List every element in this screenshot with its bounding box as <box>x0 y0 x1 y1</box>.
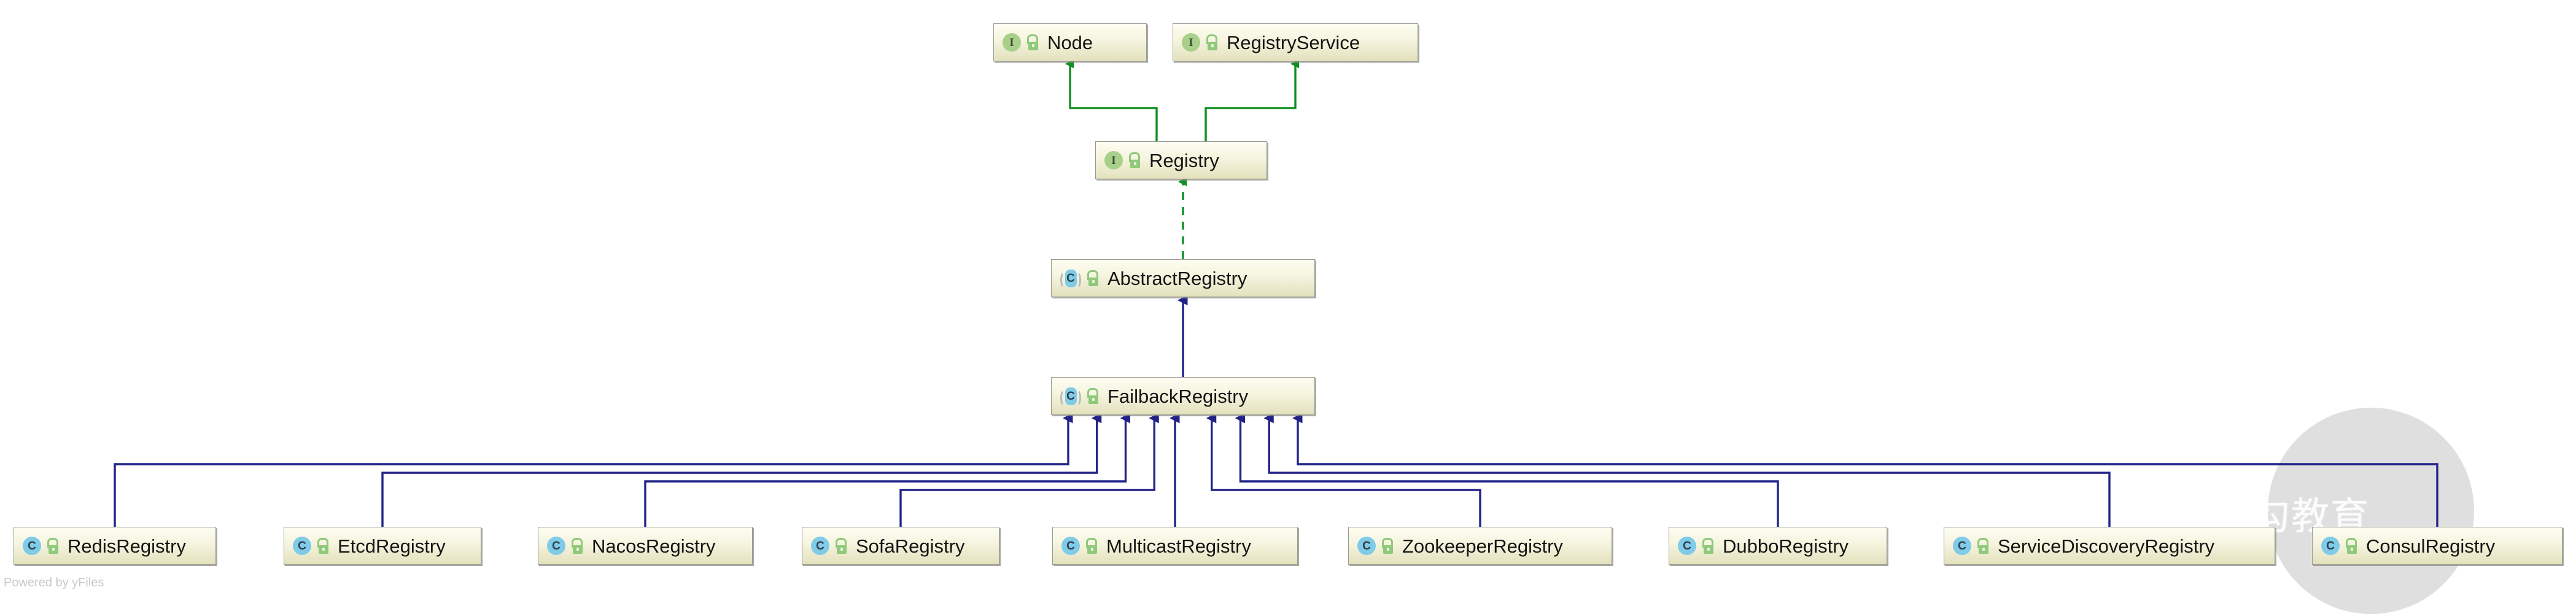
class-icon <box>1061 537 1080 555</box>
node-label: MulticastRegistry <box>1106 535 1251 557</box>
class-icon <box>811 537 829 555</box>
uml-node-failback_registry[interactable]: FailbackRegistry <box>1051 377 1315 415</box>
node-label: FailbackRegistry <box>1108 385 1249 407</box>
edge-sofa_registry-to-failbackregistry <box>899 413 1159 527</box>
node-icons <box>1061 537 1099 555</box>
node-label: NacosRegistry <box>592 535 716 557</box>
unlocked-padlock-icon <box>835 538 848 554</box>
edge-etcd_registry-to-failbackregistry <box>381 413 1102 527</box>
interface-icon <box>1003 33 1021 52</box>
node-icons <box>1003 33 1040 52</box>
node-label: Registry <box>1149 149 1219 171</box>
uml-node-dubbo_registry[interactable]: DubboRegistry <box>1669 527 1887 565</box>
uml-node-abstract_registry[interactable]: AbstractRegistry <box>1051 259 1315 297</box>
node-icons <box>1678 537 1715 555</box>
edge-registry-to-registryservice <box>1205 59 1299 141</box>
unlocked-padlock-icon <box>1977 538 1990 554</box>
abstract-class-icon <box>1060 387 1081 406</box>
node-label: ConsulRegistry <box>2366 535 2496 557</box>
unlocked-padlock-icon <box>1087 270 1100 286</box>
uml-node-nacos_registry[interactable]: NacosRegistry <box>538 527 753 565</box>
unlocked-padlock-icon <box>1702 538 1715 554</box>
node-icons <box>1060 269 1100 289</box>
node-label: ZookeeperRegistry <box>1402 535 1563 557</box>
node-icons <box>547 537 584 555</box>
uml-node-zookeeper_registry[interactable]: ZookeeperRegistry <box>1348 527 1612 565</box>
node-label: RedisRegistry <box>68 535 186 557</box>
node-icons <box>1953 537 1990 555</box>
node-icons <box>293 537 330 555</box>
unlocked-padlock-icon <box>1087 388 1100 404</box>
uml-node-sofa_registry[interactable]: SofaRegistry <box>802 527 999 565</box>
uml-node-redis_registry[interactable]: RedisRegistry <box>14 527 216 565</box>
unlocked-padlock-icon <box>2345 538 2359 554</box>
node-label: RegistryService <box>1227 31 1360 53</box>
interface-icon <box>1182 33 1200 52</box>
node-label: AbstractRegistry <box>1108 267 1247 289</box>
edge-redis_registry-to-failbackregistry <box>114 413 1073 527</box>
class-icon <box>1678 537 1696 555</box>
uml-node-consul_registry[interactable]: ConsulRegistry <box>2312 527 2562 565</box>
node-icons <box>23 537 60 555</box>
edge-zookeeper_registry-to-failbackregistry <box>1206 413 1481 527</box>
node-icons <box>1182 33 1219 52</box>
node-icons <box>811 537 848 555</box>
unlocked-padlock-icon <box>317 538 330 554</box>
unlocked-padlock-icon <box>47 538 60 554</box>
class-icon <box>1357 537 1376 555</box>
edge-nacos_registry-to-failbackregistry <box>644 413 1130 527</box>
node-label: SofaRegistry <box>856 535 965 557</box>
uml-node-node[interactable]: Node <box>993 23 1147 61</box>
unlocked-padlock-icon <box>571 538 584 554</box>
class-icon <box>547 537 565 555</box>
interface-icon <box>1104 151 1123 169</box>
class-icon <box>23 537 41 555</box>
unlocked-padlock-icon <box>1206 34 1219 50</box>
yfiles-watermark: Powered by yFiles <box>4 576 104 589</box>
node-icons <box>1060 387 1100 406</box>
node-icons <box>2321 537 2359 555</box>
class-icon <box>2321 537 2340 555</box>
class-icon <box>1953 537 1971 555</box>
node-label: DubboRegistry <box>1723 535 1849 557</box>
uml-node-service_discovery_registry[interactable]: ServiceDiscoveryRegistry <box>1944 527 2275 565</box>
edge-dubbo_registry-to-failbackregistry <box>1235 413 1779 527</box>
uml-node-multicast_registry[interactable]: MulticastRegistry <box>1052 527 1298 565</box>
uml-node-etcd_registry[interactable]: EtcdRegistry <box>284 527 481 565</box>
node-label: Node <box>1047 31 1093 53</box>
unlocked-padlock-icon <box>1381 538 1395 554</box>
unlocked-padlock-icon <box>1026 34 1040 50</box>
edge-service_discovery_registry-to-failbackregistry <box>1263 413 2111 527</box>
node-icons <box>1357 537 1395 555</box>
uml-node-registry_service[interactable]: RegistryService <box>1173 23 1418 61</box>
node-icons <box>1104 151 1142 169</box>
unlocked-padlock-icon <box>1128 152 1142 168</box>
node-label: ServiceDiscoveryRegistry <box>1998 535 2215 557</box>
abstract-class-icon <box>1060 269 1081 289</box>
uml-node-registry[interactable]: Registry <box>1095 141 1267 179</box>
class-icon <box>293 537 311 555</box>
node-label: EtcdRegistry <box>338 535 446 557</box>
edge-registry-to-node <box>1065 59 1158 141</box>
unlocked-padlock-icon <box>1085 538 1099 554</box>
